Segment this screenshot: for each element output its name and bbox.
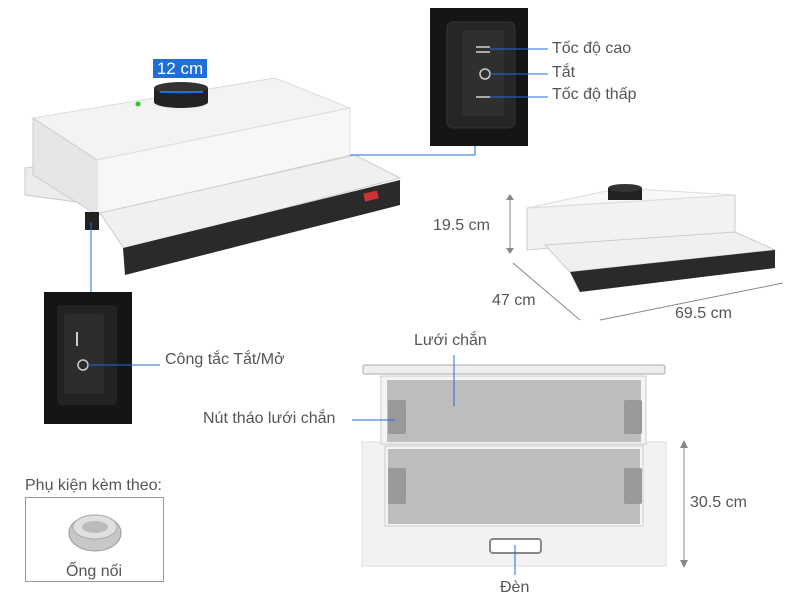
front-view-image [352,355,688,575]
duct-accessory-image [68,514,122,552]
depth-dimension: 47 cm [492,292,536,309]
height-dimension: 19.5 cm [433,217,490,234]
dimension-hood-image [506,184,784,321]
accessory-box [25,497,164,582]
high-speed-label: Tốc độ cao [552,40,632,57]
low-speed-label: Tốc độ thấp [552,86,637,103]
filter-label: Lưới chắn [414,332,487,349]
width-dimension: 69.5 cm [675,305,732,322]
duct-diameter-label: 12 cm [153,59,207,78]
main-hood-image [24,77,402,275]
accessories-title: Phụ kiện kèm theo: [25,477,162,494]
control-panel-photo [430,8,548,146]
light-label: Đèn [500,579,530,596]
off-label: Tắt [552,64,576,81]
power-switch-label: Công tắc Tắt/Mở [165,351,285,368]
front-height-dimension: 30.5 cm [690,494,747,511]
power-switch-photo [44,222,160,424]
accessory-item-label: Ống nối [66,563,123,580]
filter-release-label: Nút tháo lưới chắn [203,410,336,427]
